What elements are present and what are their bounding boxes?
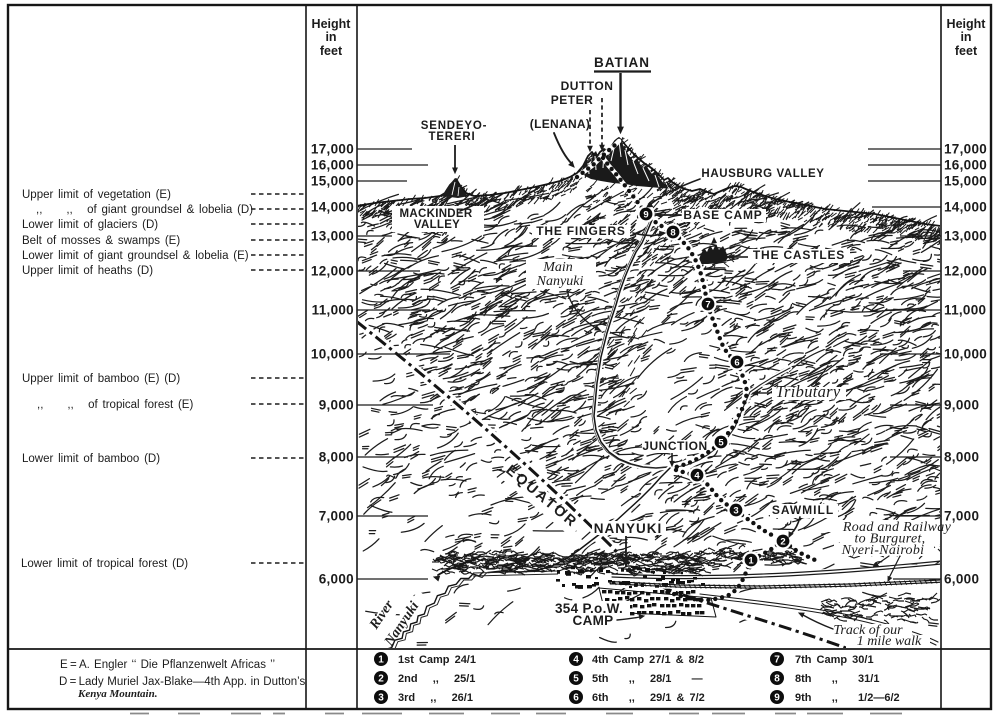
svg-text:to Burguret,: to Burguret, xyxy=(854,532,925,547)
svg-text:feet: feet xyxy=(320,44,343,58)
svg-text:Lower limit of giant groundsel: Lower limit of giant groundsel & lobelia… xyxy=(22,250,249,262)
svg-text:6th ,, 29/1 & 7/2: 6th ,, 29/1 & 7/2 xyxy=(592,692,705,704)
svg-text:E = A. Engler ‘‘ Die Pflanzenw: E = A. Engler ‘‘ Die Pflanzenwelt Africa… xyxy=(60,659,275,671)
svg-text:Belt of mosses & swamps (E): Belt of mosses & swamps (E) xyxy=(22,235,180,247)
svg-text:MACKINDER: MACKINDER xyxy=(400,208,473,220)
svg-text:BATIAN: BATIAN xyxy=(594,55,650,70)
svg-text:Kenya Mountain.: Kenya Mountain. xyxy=(77,688,157,700)
svg-text:NANYUKI: NANYUKI xyxy=(594,521,663,536)
svg-text:7th Camp 30/1: 7th Camp 30/1 xyxy=(795,654,874,666)
svg-text:Lower limit of tropical forest: Lower limit of tropical forest (D) xyxy=(21,558,188,570)
svg-text:1 mile walk: 1 mile walk xyxy=(857,634,922,649)
svg-text:16,000: 16,000 xyxy=(944,158,987,173)
svg-text:D = Lady Muriel Jax-Blake—4th: D = Lady Muriel Jax-Blake—4th App. in Du… xyxy=(59,676,306,688)
svg-text:8: 8 xyxy=(670,227,675,238)
svg-text:8,000: 8,000 xyxy=(944,450,979,465)
svg-text:5th ,, 28/1 —: 5th ,, 28/1 — xyxy=(592,673,703,685)
svg-text:9,000: 9,000 xyxy=(319,398,354,413)
svg-text:7: 7 xyxy=(774,655,780,666)
svg-text:SAWMILL: SAWMILL xyxy=(772,503,834,517)
svg-text:2nd ,, 25/1: 2nd ,, 25/1 xyxy=(398,673,475,685)
svg-text:4th Camp 27/1 & 8/2: 4th Camp 27/1 & 8/2 xyxy=(592,654,704,666)
svg-text:11,000: 11,000 xyxy=(312,303,354,318)
svg-text:4: 4 xyxy=(573,655,579,666)
svg-text:7,000: 7,000 xyxy=(944,509,979,524)
svg-text:DUTTON: DUTTON xyxy=(561,79,614,93)
svg-text:SENDEYO-: SENDEYO- xyxy=(421,120,487,132)
svg-text:in: in xyxy=(325,30,336,44)
svg-text:Lower limit of bamboo (D): Lower limit of bamboo (D) xyxy=(22,453,160,465)
svg-text:3rd ,, 26/1: 3rd ,, 26/1 xyxy=(398,692,473,704)
svg-text:3: 3 xyxy=(733,505,738,516)
svg-text:Upper limit of heaths (D): Upper limit of heaths (D) xyxy=(22,265,153,277)
svg-text:Height: Height xyxy=(947,17,987,31)
svg-text:Nyeri-Nairobi: Nyeri-Nairobi xyxy=(841,543,925,558)
svg-text:6,000: 6,000 xyxy=(319,572,354,587)
svg-text:1st Camp 24/1: 1st Camp 24/1 xyxy=(398,654,476,666)
svg-text:CAMP: CAMP xyxy=(573,613,614,628)
svg-text:11,000: 11,000 xyxy=(944,303,986,318)
svg-text:9,000: 9,000 xyxy=(944,398,979,413)
svg-text:9: 9 xyxy=(774,693,780,704)
svg-text:Upper limit of bamboo (E) (D): Upper limit of bamboo (E) (D) xyxy=(22,373,180,385)
svg-text:9: 9 xyxy=(643,209,648,220)
svg-text:9th ,, 1/2—6/2: 9th ,, 1/2—6/2 xyxy=(795,692,900,704)
svg-text:THE CASTLES: THE CASTLES xyxy=(753,248,845,262)
svg-text:Main: Main xyxy=(542,260,573,275)
svg-text:8: 8 xyxy=(774,674,780,685)
svg-text:Lower limit of glaciers (D): Lower limit of glaciers (D) xyxy=(22,219,158,231)
svg-text:BASE CAMP: BASE CAMP xyxy=(683,208,762,222)
svg-text:in: in xyxy=(960,30,971,44)
svg-text:Height: Height xyxy=(312,17,352,31)
svg-text:16,000: 16,000 xyxy=(311,158,354,173)
svg-text:Upper limit of vegetation (E): Upper limit of vegetation (E) xyxy=(22,189,171,201)
svg-text:6: 6 xyxy=(734,357,739,368)
svg-text:6: 6 xyxy=(573,693,579,704)
svg-text:8,000: 8,000 xyxy=(319,450,354,465)
svg-text:Nanyuki: Nanyuki xyxy=(536,274,584,289)
svg-text:10,000: 10,000 xyxy=(311,347,354,362)
svg-text:2: 2 xyxy=(780,536,785,547)
svg-text:13,000: 13,000 xyxy=(311,229,354,244)
svg-text:4: 4 xyxy=(694,470,700,481)
svg-text:15,000: 15,000 xyxy=(311,174,354,189)
svg-text:12,000: 12,000 xyxy=(944,264,987,279)
svg-text:6,000: 6,000 xyxy=(944,572,979,587)
svg-text:14,000: 14,000 xyxy=(944,200,987,215)
svg-text:VALLEY: VALLEY xyxy=(414,219,460,231)
svg-text:7: 7 xyxy=(705,299,710,310)
svg-text:,, ,, of giant groundsel: ,, ,, of giant groundsel & lobelia (D) xyxy=(36,204,253,216)
svg-text:1: 1 xyxy=(748,555,754,566)
svg-text:HAUSBURG VALLEY: HAUSBURG VALLEY xyxy=(701,168,824,180)
svg-text:Road and Railway: Road and Railway xyxy=(842,520,952,535)
svg-text:2: 2 xyxy=(378,674,384,685)
svg-text:TERERI: TERERI xyxy=(429,131,476,143)
svg-text:14,000: 14,000 xyxy=(311,200,354,215)
svg-text:PETER: PETER xyxy=(551,93,594,107)
svg-text:13,000: 13,000 xyxy=(944,229,987,244)
svg-text:5: 5 xyxy=(718,437,724,448)
svg-text:3: 3 xyxy=(378,693,384,704)
svg-text:Tributary: Tributary xyxy=(775,382,840,401)
svg-text:(LENANA): (LENANA) xyxy=(530,117,590,131)
svg-text:8th ,, 31/1: 8th ,, 31/1 xyxy=(795,673,879,685)
svg-text:,, ,, of tropical forest: ,, ,, of tropical forest (E) xyxy=(37,399,193,411)
svg-text:7,000: 7,000 xyxy=(319,509,354,524)
svg-text:354 P.o.W.: 354 P.o.W. xyxy=(555,601,623,616)
svg-text:10,000: 10,000 xyxy=(944,347,987,362)
svg-text:THE FINGERS: THE FINGERS xyxy=(536,224,625,238)
svg-text:17,000: 17,000 xyxy=(311,142,354,157)
svg-text:5: 5 xyxy=(573,674,579,685)
svg-text:17,000: 17,000 xyxy=(944,142,987,157)
svg-text:Track of our: Track of our xyxy=(833,623,903,638)
svg-text:15,000: 15,000 xyxy=(944,174,987,189)
svg-text:1: 1 xyxy=(378,655,384,666)
svg-text:12,000: 12,000 xyxy=(311,264,354,279)
svg-text:feet: feet xyxy=(955,44,978,58)
svg-text:JUNCTION: JUNCTION xyxy=(642,439,707,453)
